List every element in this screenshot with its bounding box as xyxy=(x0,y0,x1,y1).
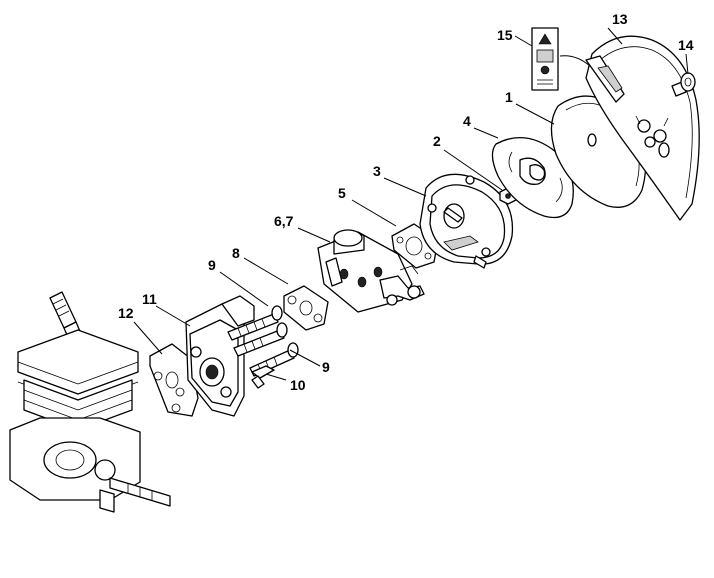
callout-8: 8 xyxy=(232,245,240,261)
engine-block xyxy=(9,291,171,513)
callout-leaders xyxy=(133,27,689,381)
part-3-filter-base xyxy=(419,173,514,269)
callout-10: 10 xyxy=(290,377,306,393)
callout-14: 14 xyxy=(678,37,694,53)
part-9-screw-middle xyxy=(233,322,288,357)
callout-12: 12 xyxy=(118,305,134,321)
callout-13: 13 xyxy=(612,11,628,27)
part-13-filter-cover xyxy=(585,35,700,221)
part-10-cable-clip xyxy=(251,365,275,389)
callout-labels: 15 13 14 1 4 2 3 5 6,7 8 9 11 12 9 10 xyxy=(118,11,694,393)
part-9-screw-upper xyxy=(227,305,283,341)
callout-6-7: 6,7 xyxy=(274,213,294,229)
part-12-gasket xyxy=(149,343,199,417)
callout-2: 2 xyxy=(433,133,441,149)
callout-4: 4 xyxy=(463,113,471,129)
callout-9-upper: 9 xyxy=(208,257,216,273)
part-4-retainer-plate xyxy=(491,137,574,219)
callout-3: 3 xyxy=(373,163,381,179)
part-6-7-carburetor xyxy=(317,229,425,313)
callout-5: 5 xyxy=(338,185,346,201)
callout-1: 1 xyxy=(505,89,513,105)
callout-9-lower: 9 xyxy=(322,359,330,375)
callout-11: 11 xyxy=(142,291,157,307)
callout-15: 15 xyxy=(497,27,513,43)
part-15-warning-label xyxy=(531,27,559,91)
part-14-cover-knob xyxy=(671,72,696,97)
part-8-gasket xyxy=(283,285,329,331)
